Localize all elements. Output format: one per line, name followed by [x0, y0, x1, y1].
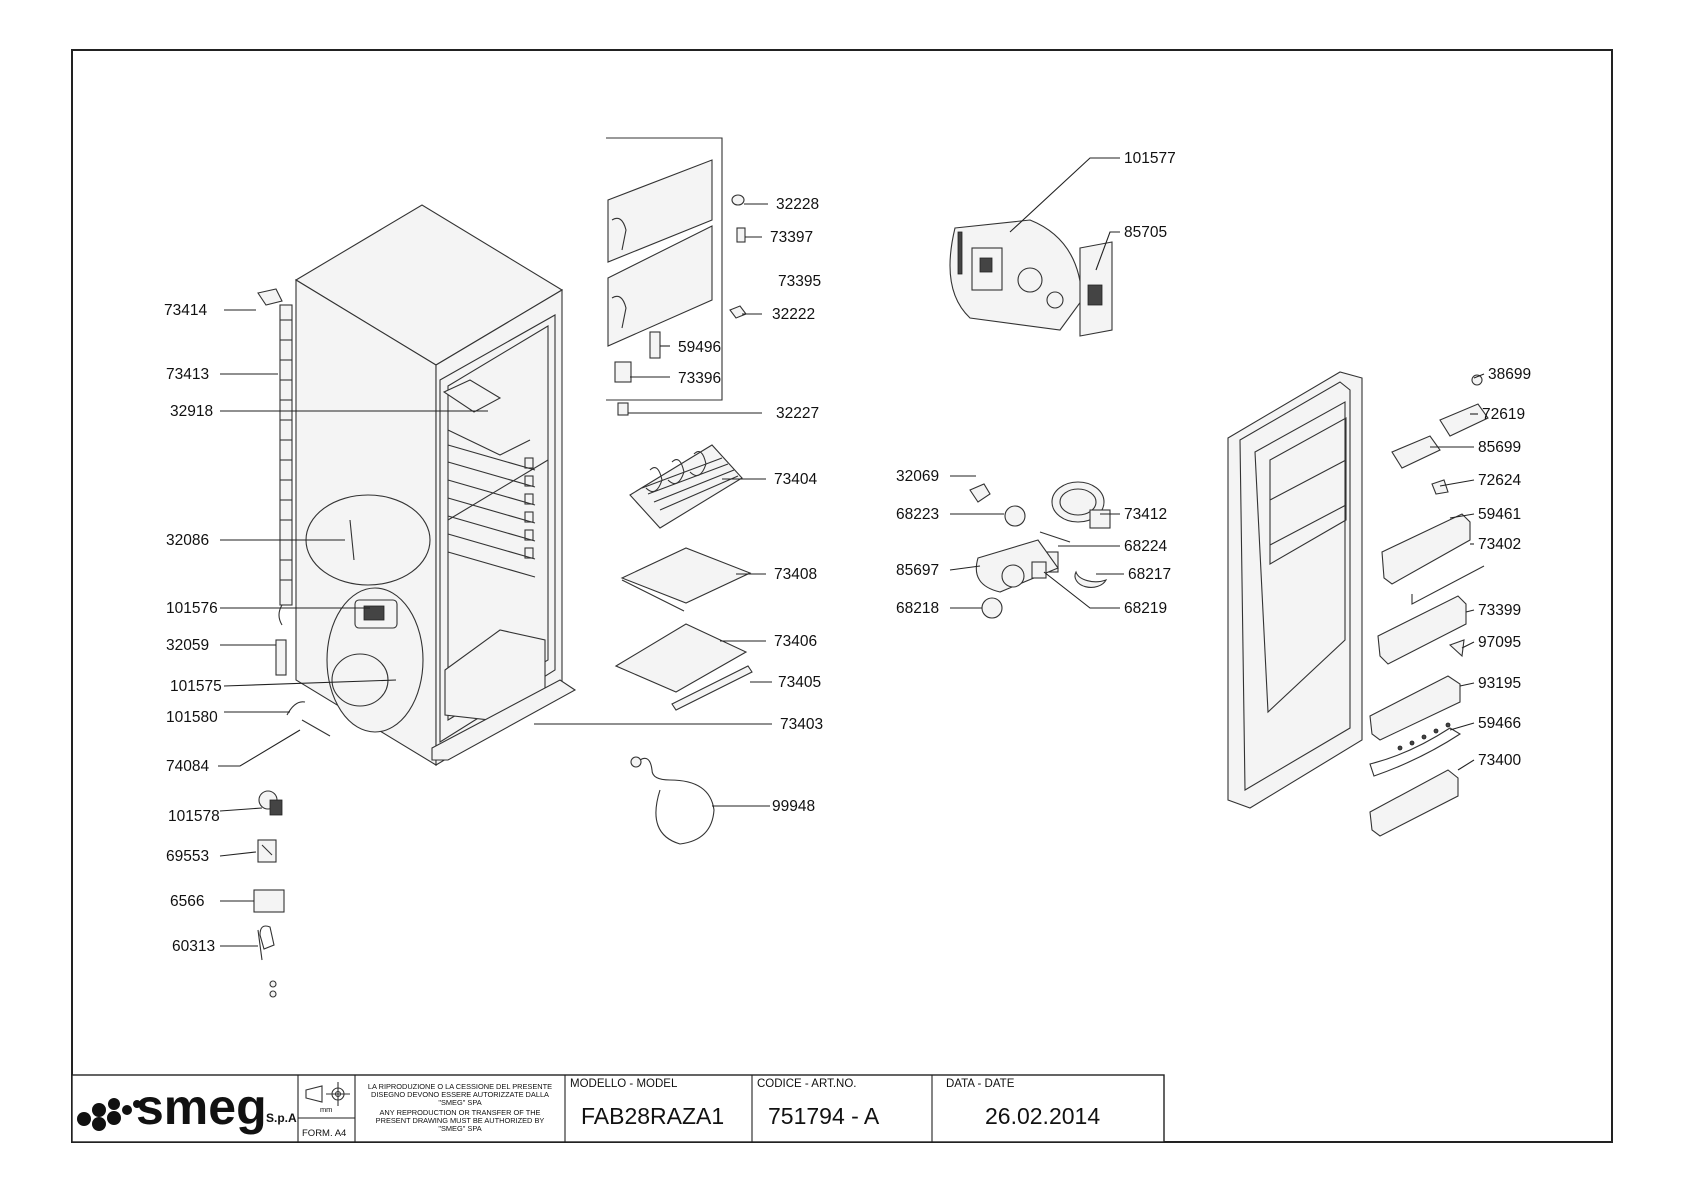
part-label: 72619 — [1482, 406, 1525, 423]
part-label: 72624 — [1478, 472, 1521, 489]
part-label: 32086 — [166, 532, 209, 549]
part-label: 99948 — [772, 798, 815, 815]
part-label: 85699 — [1478, 439, 1521, 456]
svg-text:DISEGNO DEVONO ESSERE AUTORIZZ: DISEGNO DEVONO ESSERE AUTORIZZATE DALLA — [371, 1090, 549, 1099]
part-label: 73403 — [780, 716, 823, 733]
part-label: 85705 — [1124, 224, 1167, 241]
form-label: FORM. A4 — [302, 1128, 346, 1139]
leader-lines — [218, 157, 1485, 947]
unit-label: mm — [320, 1105, 332, 1114]
part-label: 73414 — [164, 302, 207, 319]
date-value: 26.02.2014 — [985, 1103, 1100, 1129]
part-label: 85697 — [896, 562, 939, 579]
part-label: 68217 — [1128, 566, 1171, 583]
part-label: 73408 — [774, 566, 817, 583]
door-bar-dots — [1397, 722, 1451, 751]
part-label: 97095 — [1478, 634, 1521, 651]
wire-shelf-bars — [641, 451, 739, 511]
copyright-notice: LA RIPRODUZIONE O LA CESSIONE DEL PRESEN… — [368, 1082, 552, 1133]
part-label: 73406 — [774, 633, 817, 650]
part-label: 68218 — [896, 600, 939, 617]
part-label: 69553 — [166, 848, 209, 865]
part-label: 74084 — [166, 758, 209, 775]
part-label: 101578 — [168, 808, 220, 825]
part-labels-control: 101577 85705 32069 68223 85697 68218 734… — [896, 150, 1176, 617]
part-label: 73413 — [166, 366, 209, 383]
svg-text:PRESENT DRAWING MUST BE AUTHOR: PRESENT DRAWING MUST BE AUTHORIZED BY — [376, 1116, 545, 1125]
part-label: 68223 — [896, 506, 939, 523]
part-label: 73396 — [678, 370, 721, 387]
part-label: 32059 — [166, 637, 209, 654]
code-value: 751794 - A — [768, 1103, 880, 1129]
part-label: 73400 — [1478, 752, 1521, 769]
part-label: 73404 — [774, 471, 817, 488]
part-labels-shelf-column: 32228 73397 73395 32222 59496 73396 3222… — [678, 196, 823, 815]
svg-text:ANY REPRODUCTION OR TRANSFER O: ANY REPRODUCTION OR TRANSFER OF THE — [380, 1108, 541, 1117]
part-label: 93195 — [1478, 675, 1521, 692]
part-label: 68219 — [1124, 600, 1167, 617]
part-label: 32222 — [772, 306, 815, 323]
brand-name: smeg — [136, 1079, 267, 1135]
part-label: 73412 — [1124, 506, 1167, 523]
smeg-logo: smeg S.p.A — [77, 1079, 297, 1135]
door-drawing — [1227, 371, 1489, 837]
svg-text:"SMEG" SPA: "SMEG" SPA — [438, 1098, 481, 1107]
part-labels-left: 73414 73413 32918 32086 101576 32059 101… — [164, 302, 222, 955]
part-label: 32227 — [776, 405, 819, 422]
control-drawing — [949, 219, 1113, 619]
brand-suffix: S.p.A — [266, 1111, 297, 1125]
part-label: 73402 — [1478, 536, 1521, 553]
part-label: 6566 — [170, 893, 204, 910]
part-label: 32069 — [896, 468, 939, 485]
code-label: CODICE - ART.NO. — [757, 1078, 856, 1090]
part-label: 101580 — [166, 709, 218, 726]
part-label: 73397 — [770, 229, 813, 246]
part-label: 101575 — [170, 678, 222, 695]
part-label: 59496 — [678, 339, 721, 356]
shelf-column-drawing — [606, 137, 753, 845]
svg-text:LA RIPRODUZIONE O LA CESSIONE: LA RIPRODUZIONE O LA CESSIONE DEL PRESEN… — [368, 1082, 552, 1091]
part-label: 73399 — [1478, 602, 1521, 619]
svg-text:"SMEG" SPA: "SMEG" SPA — [438, 1124, 481, 1133]
cabinet-drawing — [253, 204, 577, 998]
evaporator-rows — [447, 429, 536, 578]
part-label: 59461 — [1478, 506, 1521, 523]
part-label: 101576 — [166, 600, 218, 617]
title-block: smeg S.p.A mm FORM. A4 LA RIPRODUZIONE O… — [71, 1074, 1165, 1143]
part-label: 32918 — [170, 403, 213, 420]
part-label: 38699 — [1488, 366, 1531, 383]
part-label: 60313 — [172, 938, 215, 955]
part-label: 101577 — [1124, 150, 1176, 167]
part-label: 32228 — [776, 196, 819, 213]
left-pipe-ticks — [280, 319, 292, 581]
part-label: 59466 — [1478, 715, 1521, 732]
part-label: 68224 — [1124, 538, 1167, 555]
model-label: MODELLO - MODEL — [570, 1078, 678, 1090]
part-label: 73395 — [778, 273, 821, 290]
part-labels-door: 38699 72619 85699 72624 59461 73402 7339… — [1478, 366, 1531, 769]
date-label: DATA - DATE — [946, 1078, 1015, 1090]
part-label: 73405 — [778, 674, 821, 691]
model-value: FAB28RAZA1 — [581, 1103, 724, 1129]
projection-symbol-icon: mm — [305, 1082, 350, 1114]
